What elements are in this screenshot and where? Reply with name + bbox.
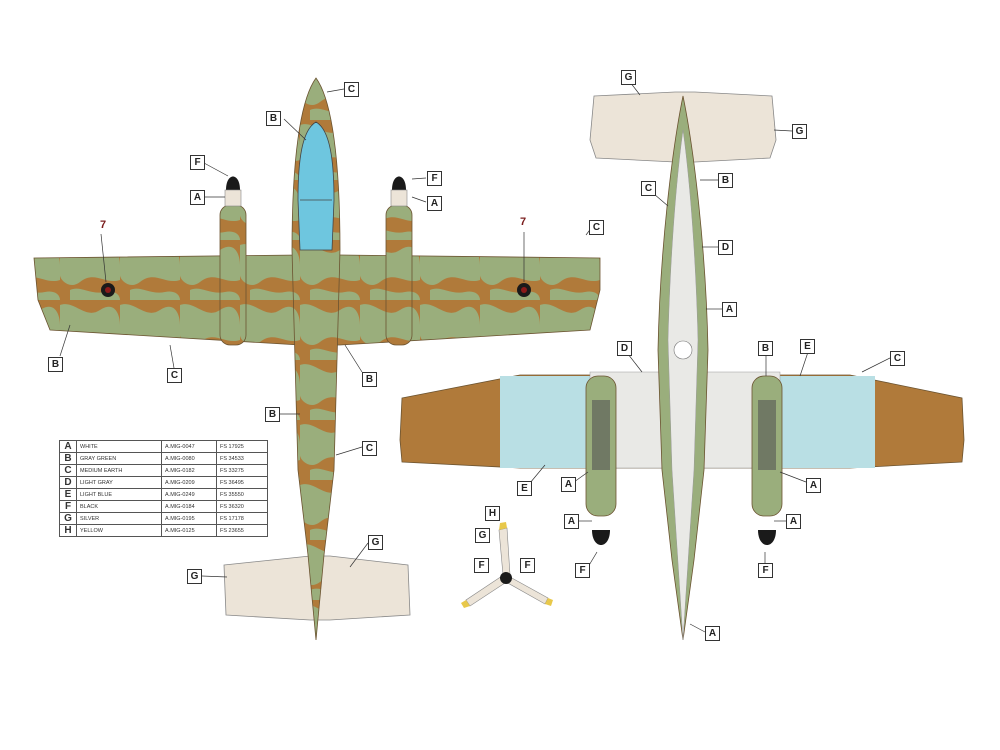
leader-lines xyxy=(59,81,891,633)
bottom-view-right-spinner xyxy=(758,530,776,545)
legend-fs: FS 35550 xyxy=(216,488,268,501)
callout-c-tail-boom: C xyxy=(362,441,377,456)
callout-f-left: F xyxy=(575,563,590,578)
callout-d-fuselage: D xyxy=(718,240,733,255)
serial-right: 7 xyxy=(520,216,527,228)
callout-c-wing: C xyxy=(890,351,905,366)
legend-letter: F xyxy=(59,500,77,513)
callout-d-wing: D xyxy=(617,341,632,356)
callout-e-wing-top: E xyxy=(800,339,815,354)
callout-g-top: G xyxy=(621,70,636,85)
callout-a-right-nacelle: A xyxy=(806,478,821,493)
legend-letter: D xyxy=(59,476,77,489)
top-view-right-spinner xyxy=(392,176,406,190)
legend-fs: FS 17925 xyxy=(216,440,268,453)
legend-name: LIGHT BLUE xyxy=(76,488,162,501)
top-view-left-nacelle xyxy=(219,204,247,346)
legend-letter: A xyxy=(59,440,77,453)
prop-blade-top xyxy=(498,527,511,576)
legend-name: BLACK xyxy=(76,500,162,513)
callout-a-left-spinner: A xyxy=(564,514,579,529)
callout-f-right-spinner: F xyxy=(427,171,442,186)
callout-prop-f-left: F xyxy=(474,558,489,573)
legend-name: LIGHT GRAY xyxy=(76,476,162,489)
legend-letter: G xyxy=(59,512,77,525)
callout-g-tail-left: G xyxy=(187,569,202,584)
legend-letter: E xyxy=(59,488,77,501)
legend-code: A.MIG-0080 xyxy=(161,452,217,465)
top-view-right-nacelle xyxy=(385,204,413,346)
callout-b-fuselage-low: B xyxy=(265,407,280,422)
callout-prop-g: G xyxy=(475,528,490,543)
legend-code: A.MIG-0195 xyxy=(161,512,217,525)
legend-fs: FS 33275 xyxy=(216,464,268,477)
callout-e-wing-low: E xyxy=(517,481,532,496)
callout-prop-h: H xyxy=(485,506,500,521)
bottom-view-wing-right-blue xyxy=(780,376,875,468)
top-view-canopy xyxy=(297,121,335,251)
top-view xyxy=(33,77,601,641)
serial-left: 7 xyxy=(100,219,107,231)
legend-fs: FS 34533 xyxy=(216,452,268,465)
callout-a-tail: A xyxy=(705,626,720,641)
callout-g-right: G xyxy=(792,124,807,139)
legend-fs: FS 23655 xyxy=(216,524,268,537)
legend-letter: C xyxy=(59,464,77,477)
legend-fs: FS 36320 xyxy=(216,500,268,513)
callout-b-fuselage-mid: B xyxy=(362,372,377,387)
legend-name: YELLOW xyxy=(76,524,162,537)
callout-a-left-nacelle: A xyxy=(561,477,576,492)
callout-b-fuselage: B xyxy=(718,173,733,188)
bottom-view-left-spinner xyxy=(592,530,610,545)
legend-letter: H xyxy=(59,524,77,537)
legend-name: MEDIUM EARTH xyxy=(76,464,162,477)
callout-c-fuselage: C xyxy=(641,181,656,196)
legend-code: A.MIG-0209 xyxy=(161,476,217,489)
legend-fs: FS 17178 xyxy=(216,512,268,525)
prop-hub xyxy=(500,572,512,584)
legend-code: A.MIG-0184 xyxy=(161,500,217,513)
callout-b-left-wing: B xyxy=(48,357,63,372)
bottom-view-wing-left-blue xyxy=(500,376,590,468)
legend-name: SILVER xyxy=(76,512,162,525)
callout-a-right-prop: A xyxy=(427,196,442,211)
top-view-left-spinner xyxy=(226,176,240,190)
legend-name: WHITE xyxy=(76,440,162,453)
legend-name: GRAY GREEN xyxy=(76,452,162,465)
legend-code: A.MIG-0125 xyxy=(161,524,217,537)
callout-a-left-prop: A xyxy=(190,190,205,205)
callout-prop-f-right: F xyxy=(520,558,535,573)
bottom-view-fuselage-belly xyxy=(667,129,699,641)
callout-f-right: F xyxy=(758,563,773,578)
callout-c-right-wing: C xyxy=(589,220,604,235)
propeller-detail xyxy=(461,522,553,608)
legend-letter: B xyxy=(59,452,77,465)
callout-c-nose: C xyxy=(344,82,359,97)
callout-a-right-spinner: A xyxy=(786,514,801,529)
callout-c-left-wing: C xyxy=(167,368,182,383)
legend-code: A.MIG-0249 xyxy=(161,488,217,501)
callout-b-canopy: B xyxy=(266,111,281,126)
callout-g-tail-right: G xyxy=(368,535,383,550)
bottom-view xyxy=(399,91,965,641)
prop-blade-right xyxy=(505,576,549,605)
callout-a-fuselage: A xyxy=(722,302,737,317)
legend-code: A.MIG-0047 xyxy=(161,440,217,453)
callout-f-left-spinner: F xyxy=(190,155,205,170)
callout-b-nacelle: B xyxy=(758,341,773,356)
legend-fs: FS 36495 xyxy=(216,476,268,489)
legend-code: A.MIG-0182 xyxy=(161,464,217,477)
